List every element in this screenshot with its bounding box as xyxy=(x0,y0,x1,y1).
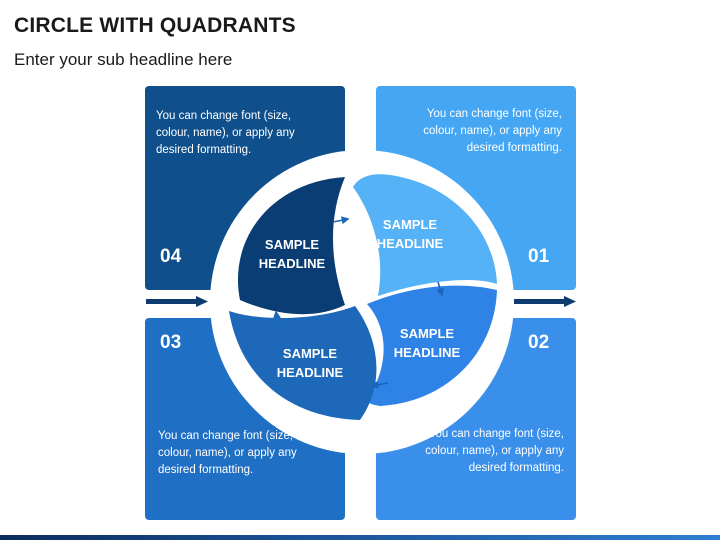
quadrant-02-headline: SAMPLE HEADLINE xyxy=(372,324,482,362)
quadrant-01-description: You can change font (size, colour, name)… xyxy=(423,108,562,154)
quadrant-01-headline-line1: SAMPLE xyxy=(382,217,438,232)
quadrant-04-number: 04 xyxy=(160,246,182,267)
right-arrow-icon xyxy=(514,296,576,307)
quadrant-04-headline: SAMPLE HEADLINE xyxy=(237,235,347,273)
quadrant-01-number: 01 xyxy=(528,246,550,267)
quadrant-03-headline-line2: HEADLINE xyxy=(276,365,344,380)
petal-04 xyxy=(237,177,345,315)
connector-arrow-02-03 xyxy=(370,380,389,389)
quadrant-02-headline-line2: HEADLINE xyxy=(393,345,461,360)
quadrant-04-headline-line2: HEADLINE xyxy=(258,256,326,271)
quadrant-01-headline-line2: HEADLINE xyxy=(376,236,444,251)
quadrant-04-description: You can change font (size, colour, name)… xyxy=(156,110,295,156)
left-arrow-icon xyxy=(146,296,208,307)
quadrant-01-headline: SAMPLE HEADLINE xyxy=(355,215,465,253)
quadrant-03-number: 03 xyxy=(160,332,182,353)
petal-02 xyxy=(367,285,497,406)
connector-arrow-01-02 xyxy=(436,281,444,297)
quadrant-02-number: 02 xyxy=(528,332,550,353)
petal-03 xyxy=(229,306,377,420)
petal-01 xyxy=(353,174,497,296)
page-title: CIRCLE WITH QUADRANTS xyxy=(14,14,296,37)
quadrant-03-headline: SAMPLE HEADLINE xyxy=(255,344,365,382)
quadrant-03-headline-line1: SAMPLE xyxy=(282,346,338,361)
connector-arrow-04-01 xyxy=(332,216,350,225)
quadrant-02-description: You can change font (size, colour, name)… xyxy=(425,428,564,474)
quadrant-04-headline-line1: SAMPLE xyxy=(264,237,320,252)
connector-arrow-03-04 xyxy=(272,310,281,327)
bottom-accent-bar xyxy=(0,535,720,540)
page-subtitle: Enter your sub headline here xyxy=(14,50,233,69)
quadrant-03-description: You can change font (size, colour, name)… xyxy=(158,430,297,476)
quadrant-02-headline-line1: SAMPLE xyxy=(399,326,455,341)
